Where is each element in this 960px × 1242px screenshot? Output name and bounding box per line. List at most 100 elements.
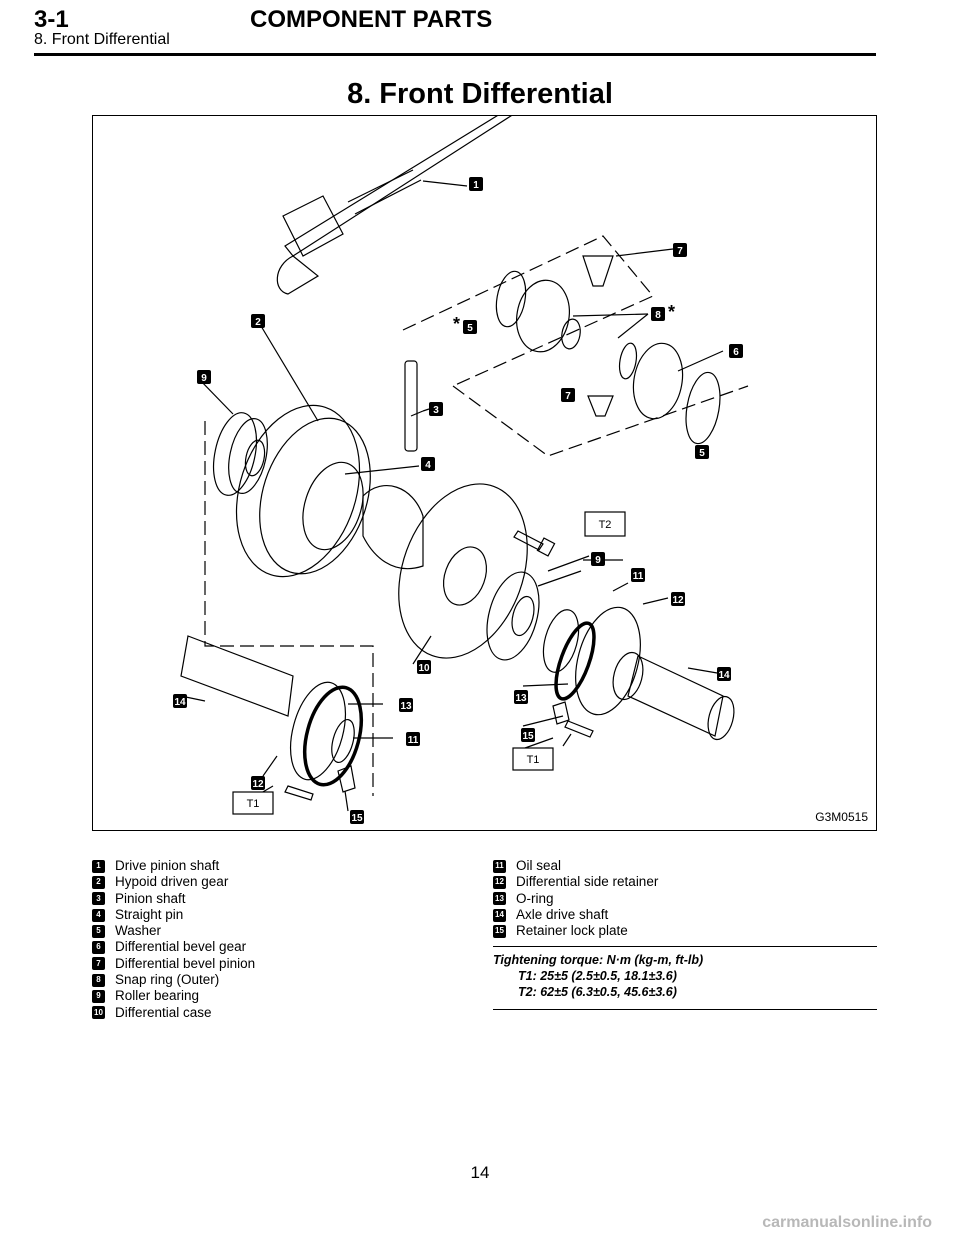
legend-label: Differential bevel pinion [115,955,256,971]
legend-number: 10 [92,1006,105,1020]
callout-5-b: 5 [695,445,709,459]
svg-text:1: 1 [473,180,479,191]
legend-label: Snap ring (Outer) [115,972,220,988]
legend-number: 9 [92,990,105,1004]
svg-text:4: 4 [425,460,431,471]
legend-label: Washer [115,923,162,939]
svg-text:14: 14 [718,670,730,681]
figure-id: G3M0515 [815,810,868,824]
legend-label: Hypoid driven gear [115,874,229,890]
legend-label: O-ring [516,890,554,906]
torque-specs: Tightening torque: N·m (kg-m, ft-lb) T1:… [493,946,877,1010]
legend-number: 1 [92,859,105,873]
callout-10: 10 [417,660,431,674]
callout-2: 2 [251,314,265,328]
svg-text:5: 5 [467,323,473,334]
svg-text:5: 5 [699,448,705,459]
callout-5-c: 5 [93,116,99,119]
legend-number: 2 [92,875,105,889]
callout-1: 1 [469,177,483,191]
legend-number: 14 [493,908,506,922]
diagram-drawing: T2 T1 T1 * * 1 2 3 4 5 5 5 6 7 7 8 9 9 1… [93,116,749,824]
legend-item: 2 Hypoid driven gear [92,874,255,890]
svg-text:11: 11 [633,571,644,582]
legend-number: 3 [92,892,105,906]
legend-item: 14 Axle drive shaft [493,907,658,923]
legend-item: 9 Roller bearing [92,988,255,1004]
callout-6: 6 [729,344,743,358]
callout-4: 4 [421,457,435,471]
legend-label: Pinion shaft [115,890,186,906]
callout-15-b: 15 [350,810,364,824]
legend-number: 15 [493,924,506,938]
svg-text:7: 7 [565,391,571,402]
callout-12-a: 12 [671,592,685,606]
callout-13-b: 13 [514,690,528,704]
legend-item: 5 Washer [92,923,255,939]
callout-9-b: 9 [591,552,605,566]
legend-item: 11 Oil seal [493,858,658,874]
svg-text:13: 13 [400,701,412,712]
torque-tag-t1-left: T1 [232,791,274,815]
section-title: COMPONENT PARTS [250,6,493,33]
svg-text:14: 14 [174,697,186,708]
callout-7-b: 7 [561,388,575,402]
torque-tag-t1-right: T1 [512,747,554,771]
subsection-title: 8. Front Differential [34,31,170,48]
legend-label: Differential side retainer [516,874,659,890]
svg-text:15: 15 [351,813,363,824]
header-rule [34,53,876,56]
svg-text:12: 12 [252,779,264,790]
watermark: carmanualsonline.info [762,1214,932,1231]
legend-item: 13 O-ring [493,891,658,907]
svg-text:7: 7 [677,246,683,257]
callout-5-a: 5 [463,320,477,334]
svg-text:9: 9 [201,373,207,384]
legend-item: 3 Pinion shaft [92,891,255,907]
legend-number: 8 [92,973,105,987]
svg-text:13: 13 [515,693,527,704]
legend-number: 5 [92,924,105,938]
callout-15-a: 15 [521,728,535,742]
legend-label: Roller bearing [115,988,200,1004]
legend-item: 10 Differential case [92,1005,255,1021]
callout-11-a: 11 [631,568,645,582]
asterisk-mark: * [668,302,675,322]
callout-9-a: 9 [197,370,211,384]
callout-13-a: 13 [399,698,413,712]
svg-text:11: 11 [408,735,419,746]
asterisk-mark: * [453,314,460,334]
callout-8: 8 [651,307,665,321]
callout-14-a: 14 [173,694,187,708]
legend-number: 7 [92,957,105,971]
page-number: 14 [470,1163,490,1182]
page-title: 8. Front Differential [347,78,613,110]
legend-number: 4 [92,908,105,922]
svg-text:6: 6 [733,347,739,358]
torque-tag-t2: T2 [584,511,626,537]
legend-number: 11 [493,859,506,873]
tag-label: T1 [527,754,540,766]
svg-text:10: 10 [418,663,430,674]
svg-text:8: 8 [655,310,661,321]
legend-label: Axle drive shaft [516,906,609,922]
legend-label: Oil seal [516,858,562,873]
callout-14-b: 14 [717,667,731,681]
section-code: 3-1 [34,6,69,33]
callout-12-b: 12 [251,776,265,790]
legend-label: Differential case [115,1004,212,1020]
legend-item: 15 Retainer lock plate [493,923,658,939]
torque-t1: T1: 25±5 (2.5±0.5, 18.1±3.6) [518,969,677,983]
legend-label: Retainer lock plate [516,923,628,939]
tag-label: T1 [247,798,260,810]
callout-3: 3 [429,402,443,416]
svg-text:2: 2 [255,317,261,328]
legend-item: 7 Differential bevel pinion [92,956,255,972]
exploded-diagram: T2 T1 T1 * * 1 2 3 4 5 5 5 6 7 7 8 9 9 1… [92,115,877,831]
legend-number: 13 [493,892,506,906]
